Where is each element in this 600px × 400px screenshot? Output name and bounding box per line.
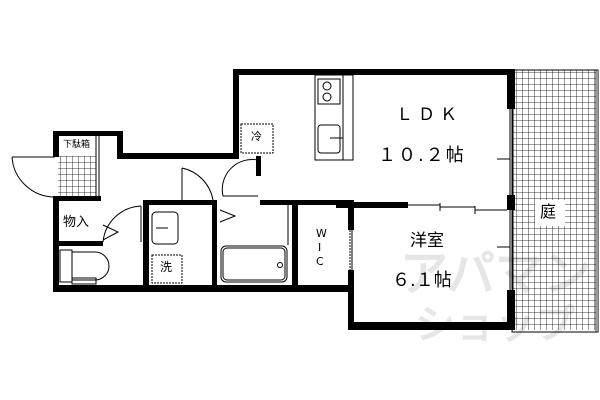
washer-label: 洗 (160, 260, 173, 274)
fixtures (11, 74, 514, 290)
garden-area (511, 69, 599, 333)
wic-letter-i: I (318, 241, 322, 254)
ldk-label: ＬＤＫ (396, 105, 462, 125)
walls (53, 69, 515, 330)
ldk-size: １０.２帖 (378, 145, 466, 166)
storage-label: 物入 (63, 215, 90, 230)
wic-letter-c: C (316, 255, 324, 268)
western-room-size: ６.１帖 (392, 270, 452, 291)
garden-label: 庭 (540, 202, 557, 221)
entrance-tile (58, 156, 96, 196)
shoe-cabinet-label: 下駄箱 (63, 140, 91, 150)
wic-letter-w: W (316, 227, 327, 240)
refrigerator-label: 冷 (251, 130, 262, 143)
western-room-label: 洋室 (410, 231, 444, 251)
